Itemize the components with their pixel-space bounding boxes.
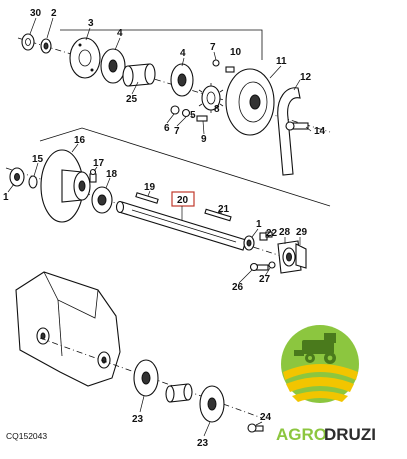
watermark-text-agro: AGRO <box>276 425 327 444</box>
part-15-washer <box>28 175 38 189</box>
shaft-assembly <box>5 149 307 274</box>
callout-5: 5 <box>190 110 196 121</box>
part-12-lever <box>277 87 301 176</box>
callout-23-a: 23 <box>132 414 144 425</box>
lower-bracket-assembly <box>15 271 264 433</box>
part-26-27-bolts <box>249 261 276 272</box>
part-7-nut <box>212 59 220 67</box>
agrodruzi-watermark: AGRO DRUZI <box>276 325 376 444</box>
part-8-sprocket <box>198 83 224 113</box>
callout-labels: 30 2 3 4 25 4 7 10 11 12 14 6 7 5 9 8 16… <box>3 8 326 449</box>
callout-30: 30 <box>30 8 42 19</box>
highlight-box-20 <box>171 191 195 207</box>
drawing-code-caption: CQ152043 <box>6 431 47 441</box>
callout-12: 12 <box>300 72 312 83</box>
callout-20: 20 <box>177 195 189 206</box>
callout-29: 29 <box>296 227 308 238</box>
callout-7-b: 7 <box>174 126 180 137</box>
part-17-grease-fitting <box>89 168 97 183</box>
callout-19: 19 <box>144 182 156 193</box>
top-plate-outline <box>60 29 263 60</box>
callout-9: 9 <box>201 134 207 145</box>
callout-22: 22 <box>266 228 278 239</box>
part-6-nut <box>170 105 180 115</box>
middle-plate-outline <box>39 127 331 207</box>
part-20-shaft <box>115 200 247 251</box>
part-14-bolt <box>285 121 309 131</box>
callout-11: 11 <box>276 56 287 67</box>
part-30-washer <box>21 33 35 51</box>
callout-27: 27 <box>259 274 271 285</box>
callout-3: 3 <box>88 18 94 29</box>
callout-25: 25 <box>126 94 138 105</box>
callout-4-b: 4 <box>180 48 186 59</box>
callout-18: 18 <box>106 169 118 180</box>
callout-14: 14 <box>314 126 326 137</box>
mounting-bracket <box>15 271 121 387</box>
part-28-29-bearing-housing <box>277 240 307 274</box>
callout-1-b: 1 <box>256 219 262 230</box>
callout-15: 15 <box>32 154 44 165</box>
callout-28: 28 <box>279 227 291 238</box>
callout-1-a: 1 <box>3 192 9 203</box>
callout-16: 16 <box>74 135 86 146</box>
callout-26: 26 <box>232 282 244 293</box>
callout-2: 2 <box>51 8 57 19</box>
part-9-bolt <box>196 115 208 122</box>
callout-17: 17 <box>93 158 105 169</box>
part-22-fitting <box>259 231 273 241</box>
part-10-bolt <box>225 66 235 73</box>
callout-4-a: 4 <box>117 28 123 39</box>
part-19-key <box>135 192 159 204</box>
part-24-bolt <box>247 423 264 433</box>
part-5-washer <box>181 108 191 118</box>
agrodruzi-logo-emblem <box>281 325 359 403</box>
leader-lines <box>7 17 312 437</box>
part-3-flange <box>69 37 101 79</box>
part-21-key <box>204 208 232 222</box>
callout-21: 21 <box>218 204 230 215</box>
callout-7-a: 7 <box>210 42 216 53</box>
callout-24: 24 <box>260 412 272 423</box>
callout-6: 6 <box>164 123 170 134</box>
watermark-text-druzi: DRUZI <box>324 425 376 444</box>
callout-23-b: 23 <box>197 438 209 449</box>
top-assembly <box>17 29 331 176</box>
callout-10: 10 <box>230 47 242 58</box>
callout-8: 8 <box>214 104 220 115</box>
